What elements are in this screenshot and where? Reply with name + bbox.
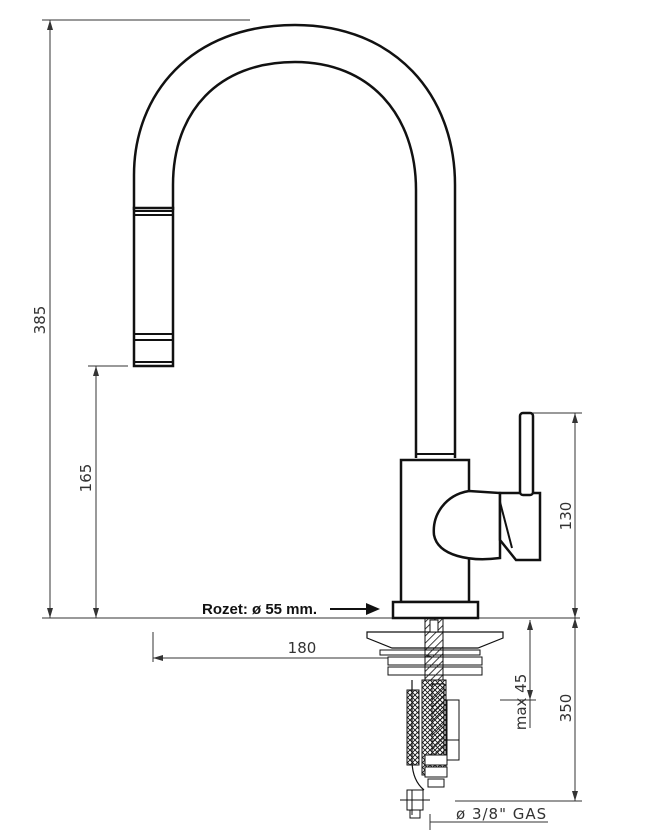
supply-hoses <box>400 679 460 819</box>
faucet-base <box>391 600 480 620</box>
dimension-reach-label: 180 <box>288 639 317 657</box>
mounting-hardware <box>366 617 504 681</box>
connection-callout-label: ø 3/8" GAS <box>456 805 547 823</box>
dimension-total-height: 385 <box>31 19 250 619</box>
dimension-max-thickness: max 45 <box>500 620 536 730</box>
faucet-spout <box>132 23 457 458</box>
dimension-hose-length-label: 350 <box>557 694 575 723</box>
dimension-handle-height: 130 <box>530 412 582 618</box>
rosette-callout-arrow <box>330 603 380 615</box>
dimension-spout-clearance: 165 <box>77 365 128 618</box>
faucet-handle-lever <box>518 411 535 497</box>
dimension-total-height-label: 385 <box>31 306 49 335</box>
dimension-max-thickness-label: max 45 <box>512 674 530 731</box>
dimension-spout-clearance-label: 165 <box>77 464 95 493</box>
rosette-callout-label: Rozet: ø 55 mm. <box>202 601 317 618</box>
dimension-handle-height-label: 130 <box>557 502 575 531</box>
connection-callout: ø 3/8" GAS <box>429 805 548 830</box>
dimension-hose-length: 350 <box>455 618 582 802</box>
